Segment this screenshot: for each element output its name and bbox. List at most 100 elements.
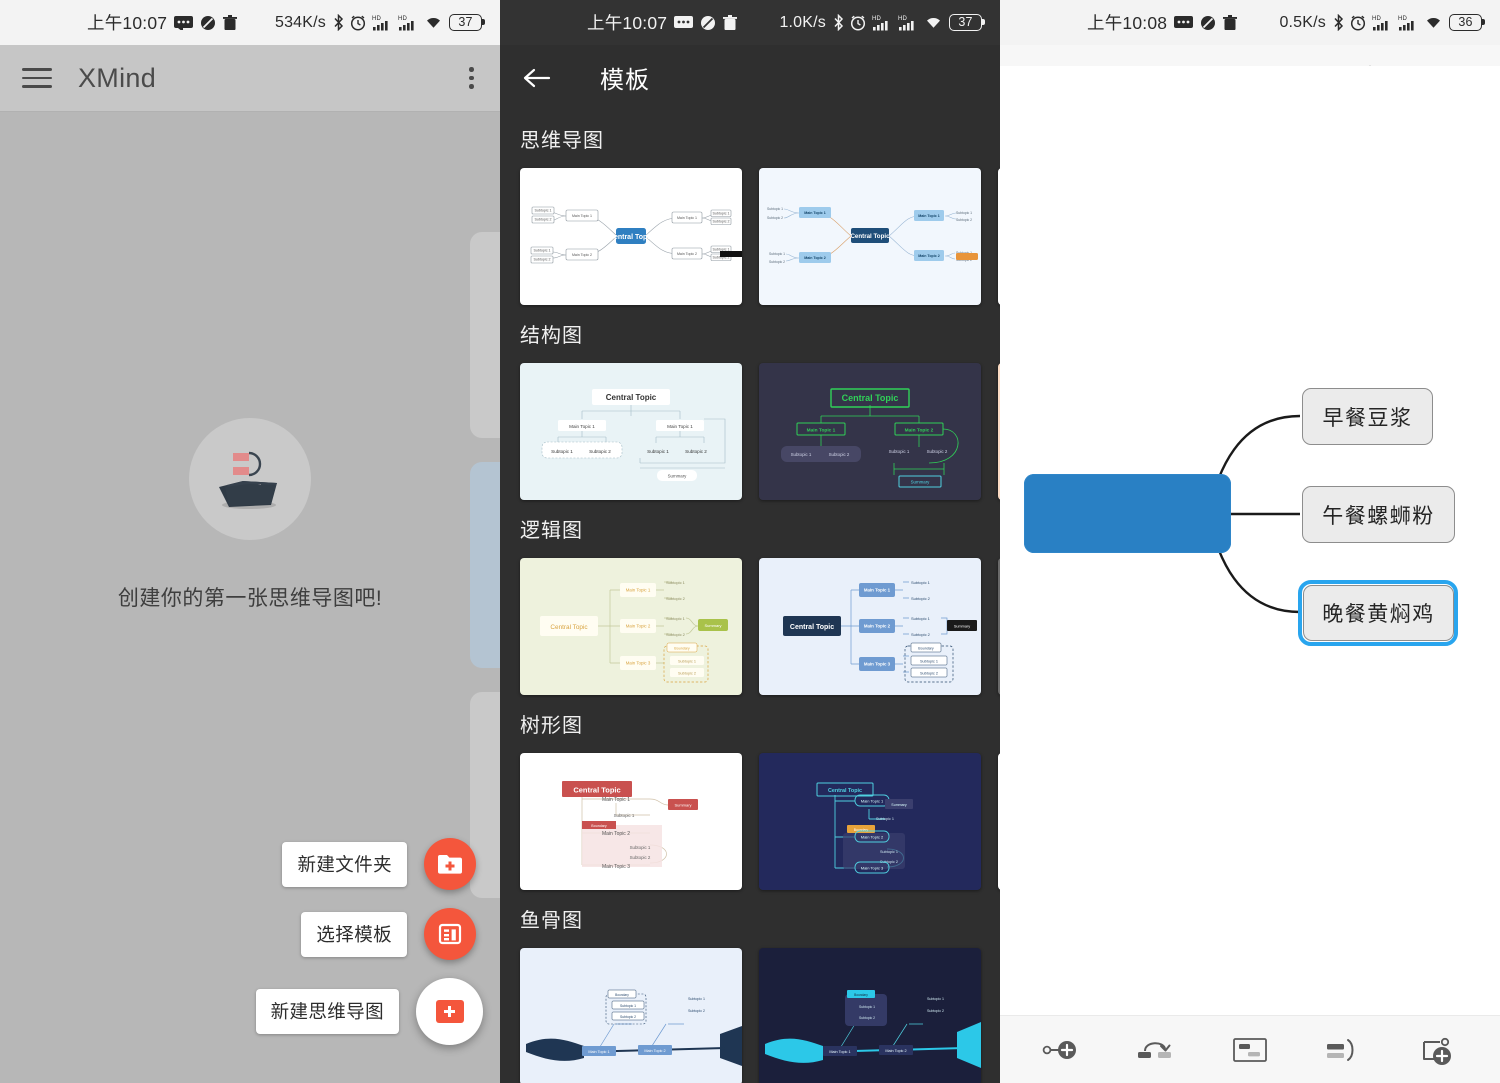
add-sibling-topic-icon[interactable] (1035, 1026, 1093, 1074)
template-section-tree: 树形图 Central Topic (500, 695, 1000, 890)
new-mindmap-button[interactable] (416, 978, 483, 1045)
svg-text:Main Topic 3: Main Topic 3 (864, 662, 891, 667)
template-card-tree-red[interactable]: Central Topic Main Topic 1 Subtopic 1 Su… (520, 753, 742, 890)
mindmap-node-label: 午餐螺蛳粉 (1322, 504, 1435, 528)
fab-row-choose-template[interactable]: 选择模板 (256, 908, 476, 960)
svg-text:Subtopic 2: Subtopic 2 (589, 449, 611, 454)
wifi-icon (424, 15, 443, 30)
svg-text:Subtopic 2: Subtopic 2 (829, 452, 850, 457)
template-card-row: Central Topic (500, 168, 1000, 305)
svg-text:Main Topic 1: Main Topic 1 (667, 424, 693, 429)
mindmap-node-label: 早餐豆浆 (1322, 406, 1413, 430)
svg-text:Subtopic 2: Subtopic 2 (920, 672, 938, 676)
new-folder-button[interactable] (424, 838, 476, 890)
svg-text:Subtopic 2: Subtopic 2 (713, 256, 730, 260)
svg-text:Main Topic 2: Main Topic 2 (572, 253, 592, 257)
template-card-fishbone-light[interactable]: Main Topic 1 Main Topic 2 Boundary Subto… (520, 948, 742, 1083)
svg-text:Subtopic 1: Subtopic 1 (956, 211, 972, 215)
svg-text:Subtopic 1: Subtopic 1 (889, 449, 910, 454)
network-speed: 534K/s (274, 13, 326, 31)
svg-text:Subtopic 1: Subtopic 1 (534, 249, 551, 253)
svg-text:Boundary: Boundary (591, 824, 607, 828)
add-child-topic-icon[interactable] (1128, 1026, 1186, 1074)
svg-text:Main Topic 1: Main Topic 1 (588, 1050, 609, 1054)
svg-text:Main Topic 2: Main Topic 2 (804, 256, 826, 260)
template-card-logic-grey-peek[interactable] (998, 558, 1000, 695)
bluetooth-icon (333, 14, 344, 31)
network-speed: 1.0K/s (779, 13, 826, 31)
svg-text:Boundary: Boundary (918, 647, 934, 651)
fab-row-new-folder[interactable]: 新建文件夹 (256, 838, 476, 890)
status-bar-left: 上午10:07 (87, 10, 238, 35)
arrow-left-icon[interactable] (522, 63, 552, 93)
battery-icon: 37 (949, 14, 985, 31)
svg-text:Main Topic 2: Main Topic 2 (864, 624, 891, 629)
template-card-fishbone-dark[interactable]: Main Topic 1 Main Topic 2 Boundary Subto… (759, 948, 981, 1083)
template-card-org-dark[interactable]: Central Topic Main Topic 1 Main Topic 2 … (759, 363, 981, 500)
svg-text:Subtopic 1: Subtopic 1 (791, 452, 812, 457)
template-section-fishbone: 鱼骨图 Main Topic (500, 890, 1000, 1083)
mindmap-node-dinner[interactable]: 晚餐黄焖鸡 (1303, 585, 1454, 641)
svg-text:Subtopic 2: Subtopic 2 (535, 218, 552, 222)
status-time: 上午10:08 (1087, 13, 1168, 33)
svg-text:Summary: Summary (954, 625, 970, 629)
fab-row-new-mindmap[interactable]: 新建思维导图 (255, 978, 483, 1045)
svg-text:Main Topic 3: Main Topic 3 (602, 864, 630, 870)
svg-text:Subtopic 1: Subtopic 1 (767, 207, 783, 211)
mindmap-node-label: 晚餐黄焖鸡 (1322, 603, 1435, 626)
svg-text:Subtopic 1: Subtopic 1 (620, 1004, 636, 1008)
choose-template-button[interactable] (424, 908, 476, 960)
fab-label-choose-template: 选择模板 (301, 911, 407, 957)
svg-text:Subtopic 1: Subtopic 1 (614, 813, 635, 818)
add-note-icon[interactable] (1221, 1026, 1279, 1074)
template-card-org-peach-peek[interactable] (998, 363, 1000, 500)
svg-text:Main Topic 3: Main Topic 3 (861, 866, 884, 871)
template-card-mindmap-light[interactable]: Central Topic (520, 168, 742, 305)
add-summary-icon[interactable] (1314, 1026, 1372, 1074)
hamburger-icon[interactable] (22, 68, 52, 88)
svg-text:Main Topic 1: Main Topic 1 (572, 214, 592, 218)
svg-text:Boundary: Boundary (615, 993, 629, 997)
more-vertical-icon[interactable] (469, 66, 474, 90)
add-boundary-icon[interactable] (1407, 1026, 1465, 1074)
svg-text:Subtopic 2: Subtopic 2 (666, 632, 686, 637)
message-icon (1174, 15, 1194, 30)
svg-text:Central Topic: Central Topic (842, 393, 899, 403)
templates-scroll-area[interactable]: 思维导图 (500, 110, 1000, 1083)
alarm-icon (850, 15, 866, 31)
mindmap-node-lunch[interactable]: 午餐螺蛳粉 (1302, 486, 1455, 543)
app-bar-home: XMind (0, 45, 500, 112)
status-time: 上午10:07 (587, 13, 668, 33)
fab-stack: 新建文件夹 选择模板 新建思维导图 (255, 838, 483, 1045)
template-section-mindmap: 思维导图 (500, 110, 1000, 305)
svg-text:Subtopic 1: Subtopic 1 (535, 209, 552, 213)
svg-text:Main Topic 1: Main Topic 1 (804, 211, 826, 215)
status-bar-right: 534K/s HD HD 37 (274, 13, 485, 32)
template-card-tree-navy[interactable]: Central Topic Main Topic 1 Summary Subto… (759, 753, 981, 890)
mindmap-canvas[interactable]: 早餐豆浆 午餐螺蛳粉 晚餐黄焖鸡 (1000, 66, 1500, 1015)
template-card-row: Main Topic 1 Main Topic 2 Boundary Subto… (500, 948, 1000, 1083)
template-card-tree-peek[interactable] (998, 753, 1000, 890)
mindmap-node-breakfast[interactable]: 早餐豆浆 (1302, 388, 1433, 445)
signal-hd-2-icon: HD (398, 14, 418, 31)
alarm-icon (350, 15, 366, 31)
svg-text:Main Topic 1: Main Topic 1 (829, 1050, 850, 1054)
fab-label-new-folder: 新建文件夹 (282, 841, 407, 887)
svg-text:Subtopic 1: Subtopic 1 (551, 449, 573, 454)
svg-text:Subtopic 1: Subtopic 1 (666, 580, 686, 585)
svg-text:HD: HD (1398, 16, 1408, 22)
svg-text:Subtopic 2: Subtopic 2 (911, 596, 931, 601)
trash-icon (1223, 14, 1238, 31)
svg-text:Boundary: Boundary (854, 828, 869, 832)
trash-icon (723, 14, 738, 31)
template-card-mindmap-peek[interactable] (998, 168, 1000, 305)
mindmap-root-node[interactable] (1024, 474, 1231, 553)
template-card-org-light[interactable]: Central Topic Main Topic 1 Main Topic 1 … (520, 363, 742, 500)
svg-text:Subtopic 2: Subtopic 2 (911, 632, 931, 637)
status-bar-editor: 上午10:08 0.5K/s (1000, 0, 1500, 45)
svg-text:Subtopic 2: Subtopic 2 (678, 672, 696, 676)
svg-text:Subtopic 2: Subtopic 2 (956, 218, 972, 222)
